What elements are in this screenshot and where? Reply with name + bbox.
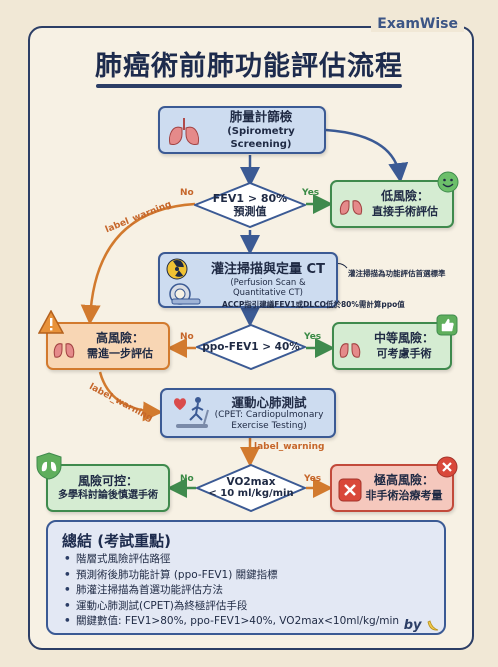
radiation-icon [166, 258, 188, 280]
warning-icon [37, 309, 65, 338]
fev1-line1: FEV1 > 80% [212, 191, 288, 205]
ppo-no-label: No [180, 332, 194, 342]
perfusion-title: 灌注掃描與定量 CT [211, 262, 325, 278]
summary-item: 肺灌注掃描為首選功能評估方法 [64, 583, 399, 599]
lungs-icon [166, 114, 202, 148]
cpet-title: 運動心肺測試 [231, 394, 307, 410]
very-high-title: 極高風險： [373, 473, 434, 488]
perfusion-side-note: 灌注掃描為功能評估首選標準 [348, 269, 446, 278]
smile-icon [436, 170, 460, 198]
summary-item: 預測術後肺功能計算 (ppo-FEV1) 關鍵指標 [64, 568, 399, 584]
perfusion-box: 灌注掃描與定量 CT (Perfusion Scan & Quantitativ… [158, 252, 338, 308]
treadmill-icon [168, 394, 212, 434]
arrow-fev1-no [80, 202, 196, 325]
summary-heading: 總結 (考試重點) [62, 532, 171, 550]
spirometry-box: 肺量計篩檢 (Spirometry Screening) [158, 106, 326, 154]
banana-icon [427, 619, 439, 630]
ppo-line1: ppo-FEV1 > 40% [202, 340, 300, 353]
vo2-line1: VO2max [226, 475, 276, 488]
vo2-decision: VO2max < 10 ml/kg/min [196, 464, 306, 512]
lungs-icon [338, 192, 364, 218]
fev1-decision: FEV1 > 80% 預測值 [194, 182, 306, 228]
spirometry-subtitle: (Spirometry Screening) [227, 126, 295, 151]
vo2-no-label: No [180, 474, 194, 484]
brand-label: ExamWise [371, 16, 464, 32]
perfusion-sub1: (Perfusion Scan & [230, 277, 306, 288]
high-risk-desc: 需進一步評估 [87, 346, 153, 360]
high-risk-title: 高風險： [95, 331, 144, 346]
very-high-risk-box: 極高風險： 非手術治療考量 [330, 464, 454, 512]
cpet-box: 運動心肺測試 (CPET: Cardiopulmonary Exercise T… [160, 388, 336, 438]
mid-risk-desc: 可考慮手術 [376, 346, 432, 360]
x-circle-icon [436, 456, 458, 482]
fev1-line2: 預測值 [233, 205, 267, 218]
high-risk-box: 高風險： 需進一步評估 [46, 322, 170, 370]
summary-item: 關鍵數值: FEV1>80%, ppo-FEV1>40%, VO2max<10m… [64, 614, 399, 630]
controllable-title: 風險可控： [77, 474, 138, 489]
ppo-yes-label: Yes [304, 332, 322, 342]
controllable-desc: 多學科討論後慎選手術 [58, 490, 158, 502]
cpet-sub2: Exercise Testing) [231, 420, 307, 431]
very-high-desc: 非手術治療考量 [365, 488, 443, 502]
page-title: 肺癌術前肺功能評估流程 [95, 51, 403, 82]
spirometry-title: 肺量計篩檢 [229, 108, 293, 124]
mid-risk-box: 中等風險： 可考慮手術 [332, 322, 452, 370]
ct-scanner-icon [168, 282, 202, 306]
low-risk-title: 低風險： [380, 189, 429, 204]
low-risk-desc: 直接手術評估 [372, 204, 438, 218]
cpet-sub1: (CPET: Cardiopulmonary [214, 409, 324, 420]
mid-risk-title: 中等風險： [373, 331, 434, 346]
signature: by [404, 618, 440, 633]
signature-text: by [403, 618, 422, 633]
low-risk-box: 低風險： 直接手術評估 [330, 180, 454, 228]
controllable-risk-box: 風險可控： 多學科討論後慎選手術 [46, 464, 170, 512]
fev1-no-label: No [180, 188, 194, 198]
vo2-line2: < 10 ml/kg/min [208, 488, 294, 500]
accp-note: ACCP指引建議FEV1或DLCO低於80%需計算ppo值 [222, 300, 405, 309]
vo2-yes-label: Yes [304, 474, 322, 484]
arrow-high-cpet [98, 371, 163, 422]
lungs-icon [338, 336, 362, 360]
thumbs-up-icon [436, 314, 458, 340]
summary-panel: 總結 (考試重點) 階層式風險評估路徑 預測術後肺功能計算 (ppo-FEV1)… [46, 520, 446, 635]
arrow-spiro-lowrisk [325, 128, 409, 183]
close-icon [338, 478, 362, 502]
cpet-warning-label: label_warning [254, 442, 325, 452]
summary-item: 運動心肺測試(CPET)為終極評估手段 [64, 599, 399, 615]
ppo-decision: ppo-FEV1 > 40% [196, 324, 306, 370]
summary-list: 階層式風險評估路徑 預測術後肺功能計算 (ppo-FEV1) 關鍵指標 肺灌注掃… [64, 552, 399, 630]
summary-item: 階層式風險評估路徑 [64, 552, 399, 568]
title-underline [96, 84, 402, 88]
perfusion-sub2: Quantitative CT) [232, 287, 303, 298]
lungs-icon [52, 336, 76, 360]
fev1-yes-label: Yes [302, 188, 320, 198]
shield-lungs-icon [36, 452, 62, 484]
